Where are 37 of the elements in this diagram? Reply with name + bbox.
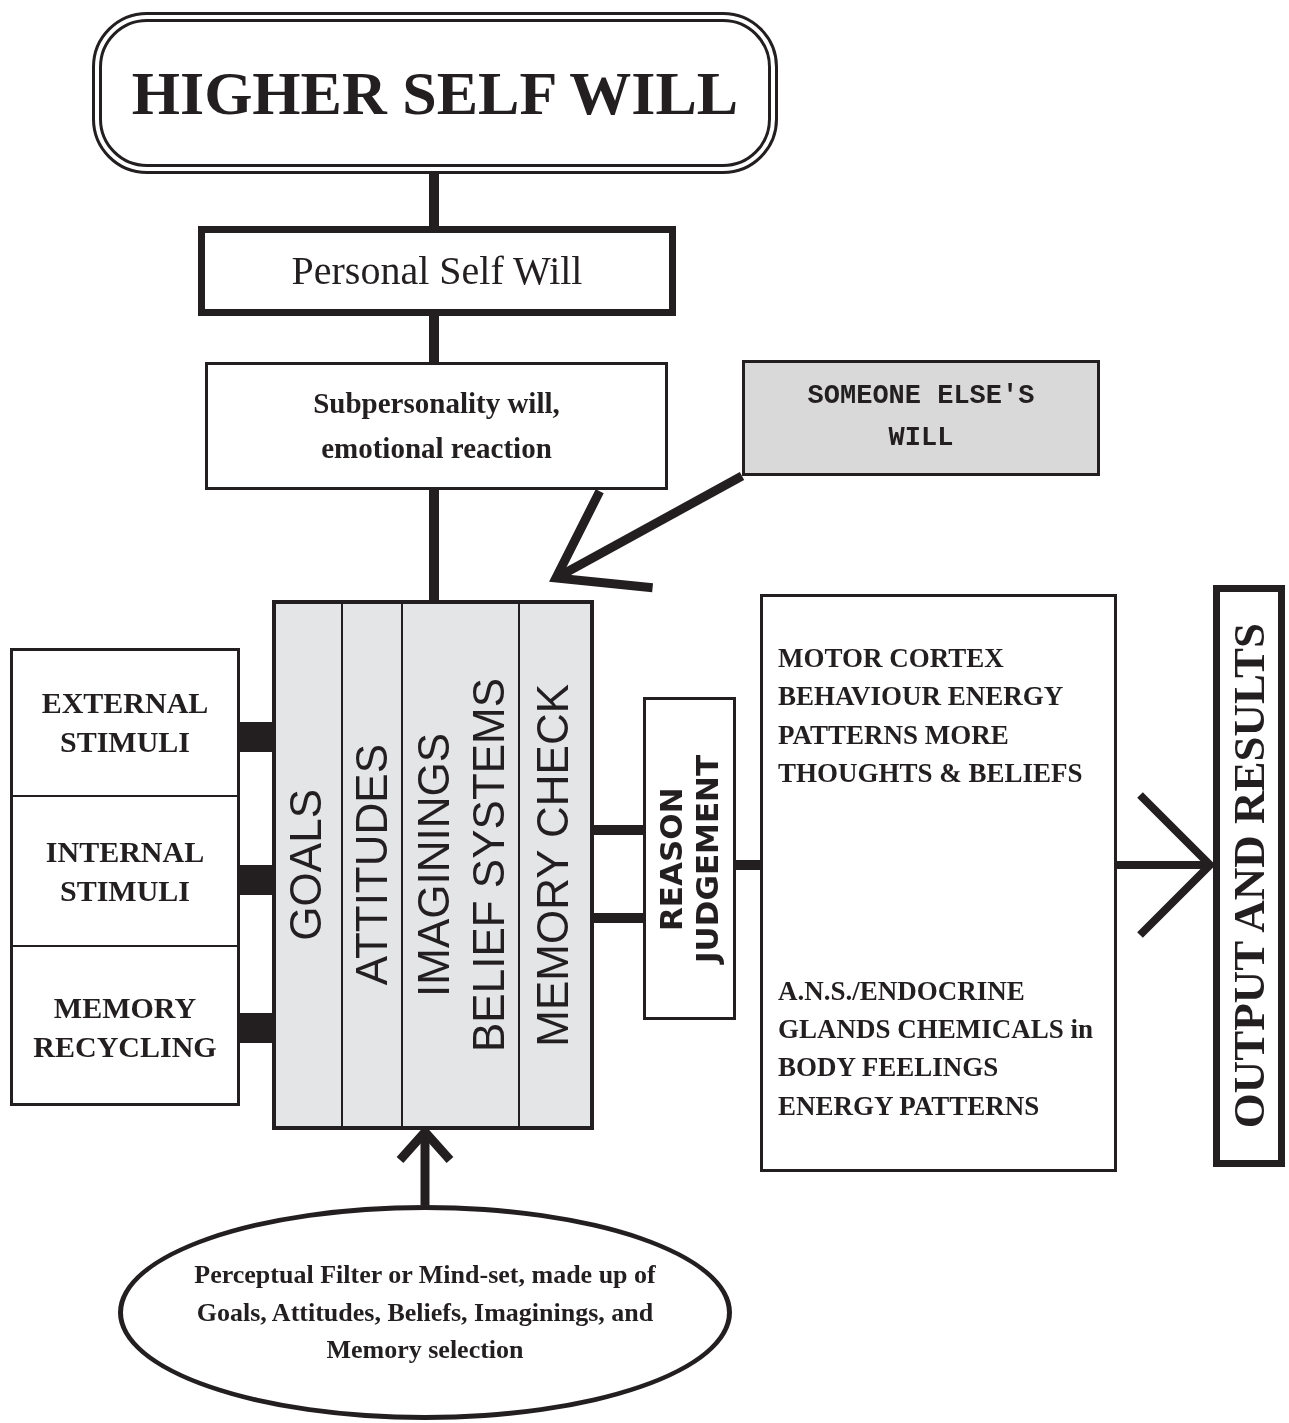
node-label: INTERNAL STIMULI <box>44 834 206 909</box>
node-label: ATTITUDES <box>345 744 397 986</box>
connector-line <box>736 860 760 870</box>
result-box <box>760 594 1117 1172</box>
node-label: HIGHER SELF WILL <box>131 57 739 129</box>
node-label: Perceptual Filter or Mind-set, made up of Goals, Attitudes, Beliefs, Imaginings, and Memory selection <box>193 1258 657 1367</box>
connector-line <box>240 1013 272 1043</box>
title-box <box>92 12 778 174</box>
node-label: IMAGININGS BELIEF SYSTEMS <box>407 676 514 1055</box>
output-box <box>1213 585 1285 1167</box>
connector-line <box>594 913 643 923</box>
node-label: MOTOR CORTEX BEHAVIOUR ENERGY PATTERNS MORE THOUGHTS & BELIEFS <box>778 642 1084 790</box>
arrow <box>1117 791 1214 939</box>
node-label: REASON JUDGEMENT <box>653 753 726 966</box>
connector-line <box>240 722 272 752</box>
process-box <box>198 226 676 316</box>
input-box <box>742 360 1100 476</box>
node-label: EXTERNAL STIMULI <box>40 684 210 760</box>
arrow <box>551 472 745 593</box>
node-label: A.N.S./ENDOCRINE GLANDS CHEMICALS in BODY FEELINGS ENERGY PATTERNS <box>778 974 1095 1123</box>
filter-box <box>272 600 594 1130</box>
node-label: OUTPUT AND RESULTS <box>1223 623 1275 1129</box>
node-label: MEMORY CHECK <box>526 683 578 1047</box>
stimuli-box <box>10 648 240 1106</box>
process-box <box>205 362 668 490</box>
connector-line <box>429 316 439 362</box>
connector-line <box>594 825 643 835</box>
node-label: MEMORY RECYCLING <box>32 989 218 1065</box>
node-label: SOMEONE ELSE'S WILL <box>806 380 1036 455</box>
process-box <box>643 697 736 1020</box>
connector-line <box>429 174 439 226</box>
connector-line <box>429 490 439 600</box>
arrow <box>395 1127 455 1205</box>
node-label: Subpersonality will, emotional reaction <box>312 386 561 466</box>
connector-line <box>240 865 272 895</box>
node-label: Personal Self Will <box>291 247 583 295</box>
node-label: GOALS <box>280 789 332 941</box>
